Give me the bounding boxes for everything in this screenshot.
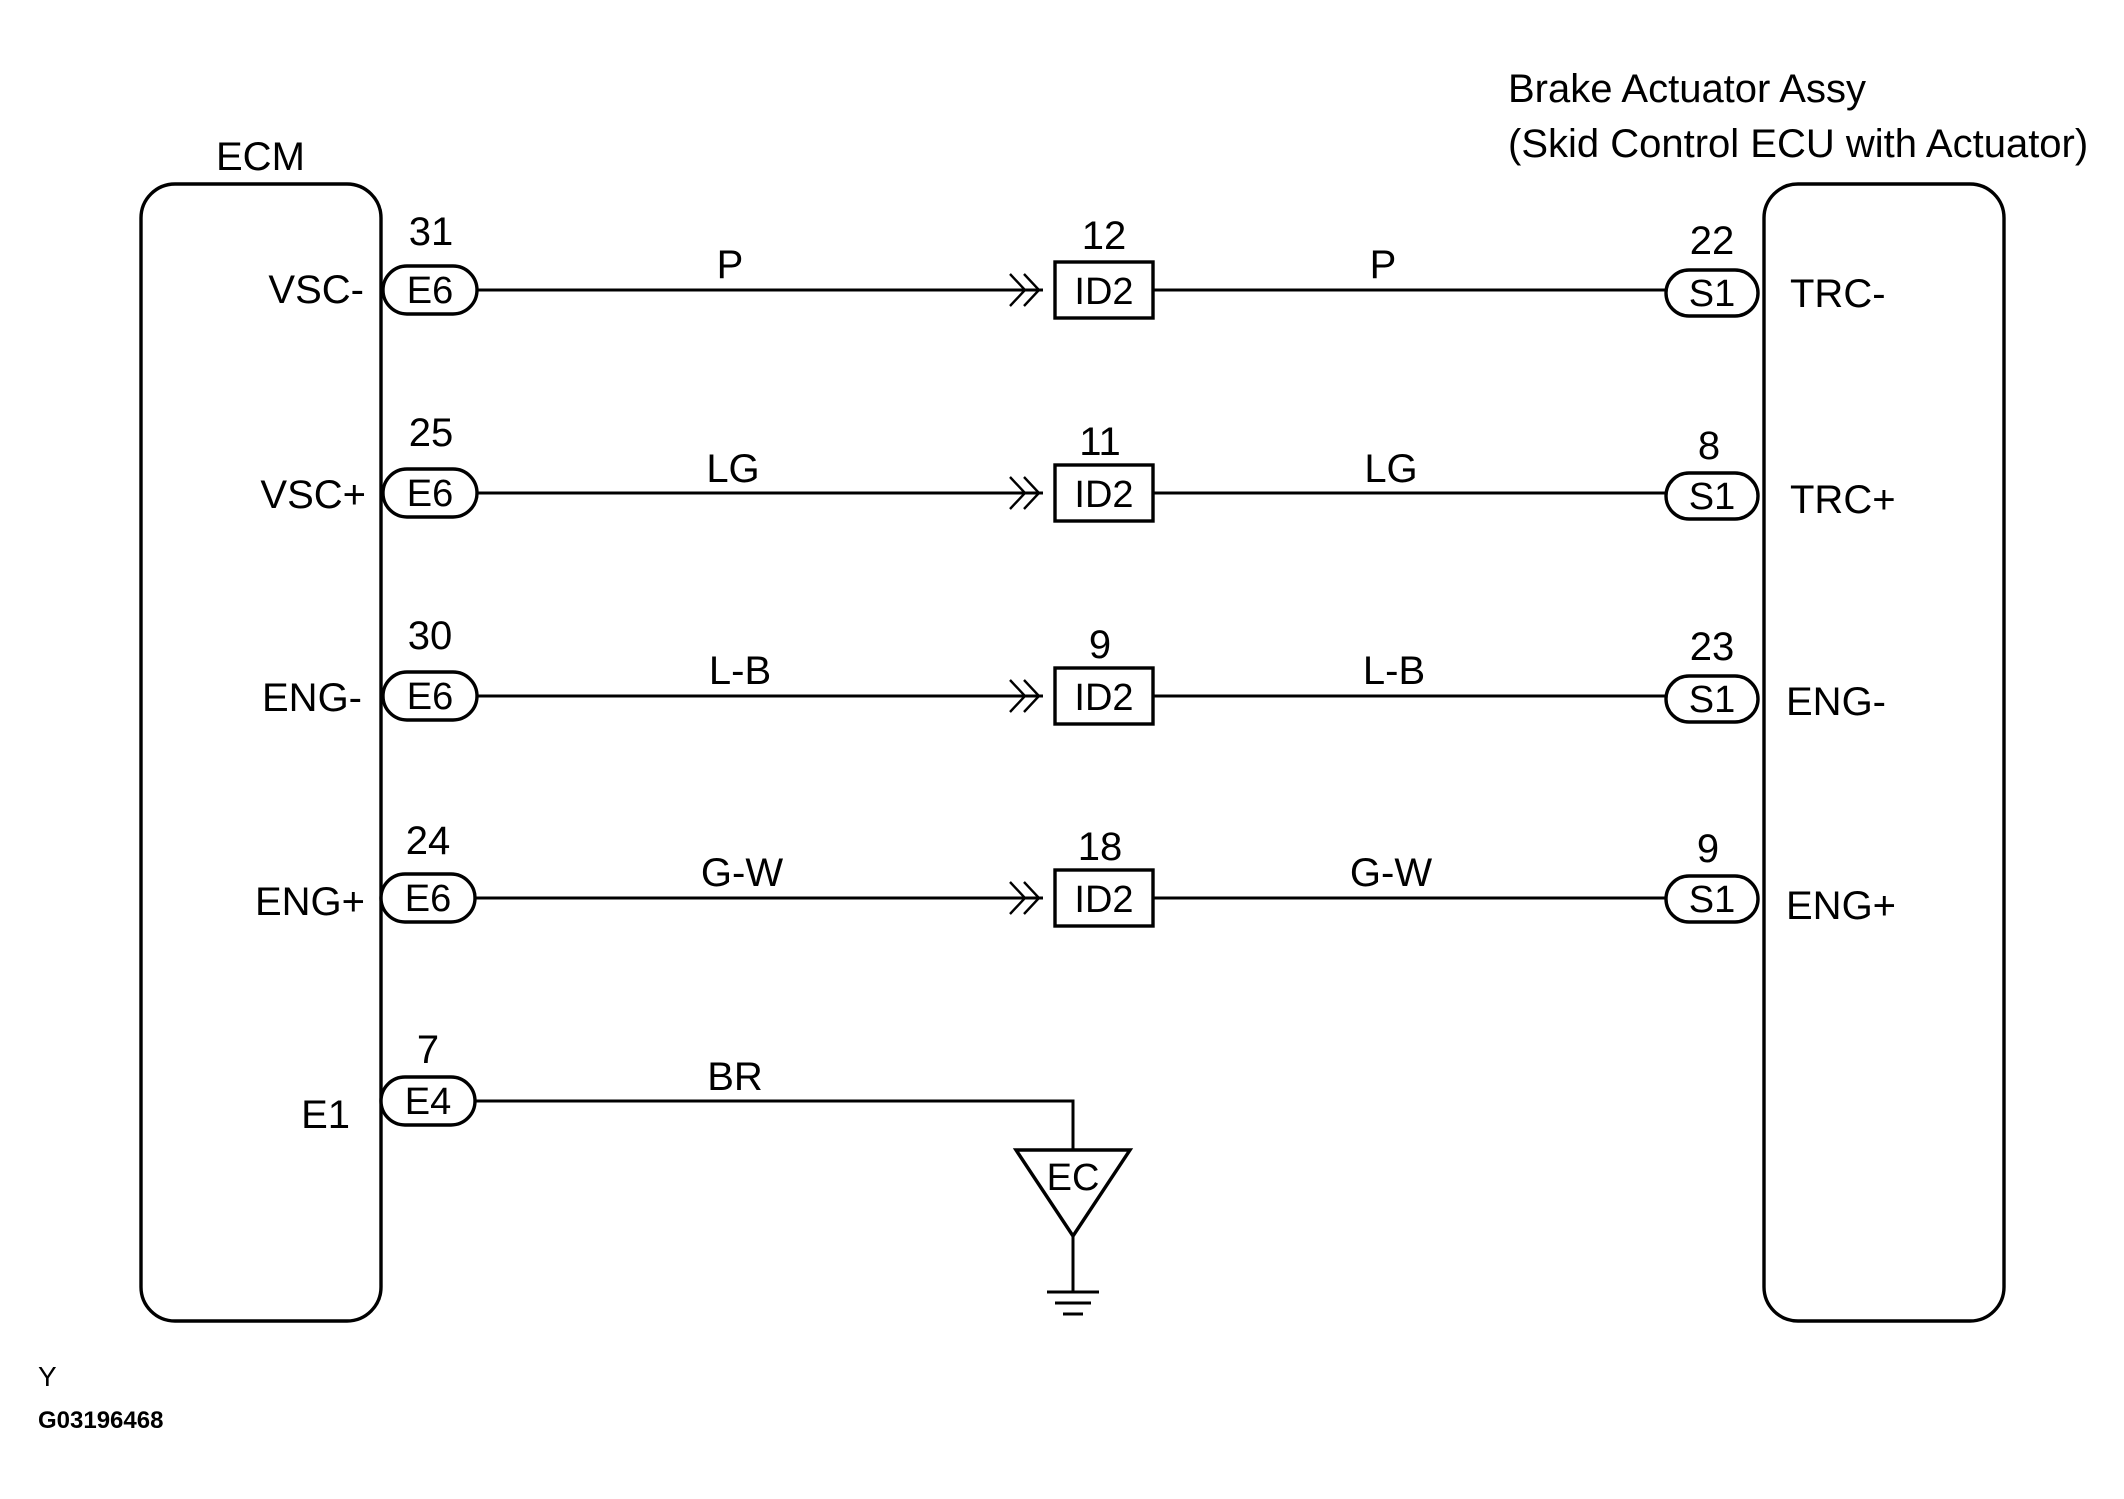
junction-connector-label: ID2 [1074,677,1133,719]
junction-connector [1053,260,1155,320]
junction-connector [1053,868,1155,928]
wire-color-label: L-B [1363,649,1425,693]
actuator-connector-label: S1 [1689,476,1735,518]
wire-color-label: G-W [701,851,783,895]
figure-id: G03196468 [38,1407,163,1434]
actuator-connector [1664,874,1760,924]
junction-arrow [1009,679,1027,713]
wire-color-label: P [1370,243,1397,287]
ecm-terminal-vsc-minus: VSC- [268,268,364,312]
junction-arrow [1009,476,1027,510]
ecm-title: ECM [216,135,305,179]
junction-pin-number: 12 [1082,214,1127,258]
wire-color-label: LG [706,447,759,491]
actuator-connector-label: S1 [1689,879,1735,921]
actuator-connector [1664,268,1760,318]
circuit-row: 25 E6 LG 11 ID2 LG 8 S1 [381,411,1760,523]
actuator-connector [1664,471,1760,521]
ecm-pin-number: 31 [409,210,454,254]
junction-connector-label: ID2 [1074,271,1133,313]
ecm-pin-number: 25 [409,411,454,455]
actuator-terminal-eng-plus: ENG+ [1786,884,1896,928]
actuator-pin-number: 23 [1690,625,1735,669]
circuit-row: 24 E6 G-W 18 ID2 G-W 9 S1 [379,819,1760,928]
junction-connector [1053,463,1155,523]
junction-pin-number: 9 [1089,623,1111,667]
wire-color-label: LG [1364,447,1417,491]
ecm-pin-number: 24 [406,819,451,863]
junction-pin-number: 18 [1078,825,1123,869]
junction-connector-label: ID2 [1074,879,1133,921]
ground-point-label: EC [1047,1157,1100,1199]
junction-arrow [1023,881,1041,915]
ecm-connector-label: E6 [407,270,453,312]
ecm-terminal-vsc-plus: VSC+ [260,473,366,517]
ecm-terminal-eng-plus: ENG+ [255,880,365,924]
junction-arrow [1023,679,1041,713]
junction-arrow [1009,881,1027,915]
wire-color-label: P [717,243,744,287]
junction-arrow [1009,273,1027,307]
ecm-connector-label: E4 [405,1081,451,1123]
ecm-terminal-eng-minus: ENG- [262,676,362,720]
actuator-connector [1664,674,1760,724]
ecm-connector-label: E6 [407,473,453,515]
ecm-terminal-e1: E1 [301,1093,350,1137]
footer-code: Y [38,1361,57,1392]
junction-arrow [1023,273,1041,307]
actuator-connector-label: S1 [1689,273,1735,315]
ecm-connector-label: E6 [407,676,453,718]
wire-color-label: G-W [1350,851,1432,895]
wire-color-label: L-B [709,649,771,693]
ground-circuit: 7 E4 BR EC [379,1028,1134,1316]
ecm-pin-number: 7 [417,1028,439,1072]
wire [475,1099,1075,1150]
circuit-row: 30 E6 L-B 9 ID2 L-B 23 S1 [381,614,1760,726]
ecm-pin-number: 30 [408,614,453,658]
actuator-pin-number: 8 [1698,424,1720,468]
junction-connector-label: ID2 [1074,474,1133,516]
ecm-block [139,182,383,1323]
actuator-terminal-trc-minus: TRC- [1790,272,1886,316]
ecm-connector-label: E6 [405,878,451,920]
actuator-pin-number: 22 [1690,219,1735,263]
actuator-terminal-eng-minus: ENG- [1786,680,1886,724]
actuator-connector-label: S1 [1689,679,1735,721]
wire-color-label: BR [707,1055,763,1099]
brake-actuator-block [1762,182,2006,1323]
ground-point-triangle [1012,1148,1134,1240]
junction-connector [1053,666,1155,726]
junction-arrow [1023,476,1041,510]
ground-icon [1047,1290,1099,1316]
circuit-row: 31 E6 P 12 ID2 P 22 S1 [381,210,1760,320]
junction-pin-number: 11 [1079,420,1121,464]
actuator-pin-number: 9 [1697,827,1719,871]
brake-actuator-subtitle: (Skid Control ECU with Actuator) [1508,122,2088,166]
brake-actuator-title: Brake Actuator Assy [1508,67,1866,111]
actuator-terminal-trc-plus: TRC+ [1790,478,1896,522]
